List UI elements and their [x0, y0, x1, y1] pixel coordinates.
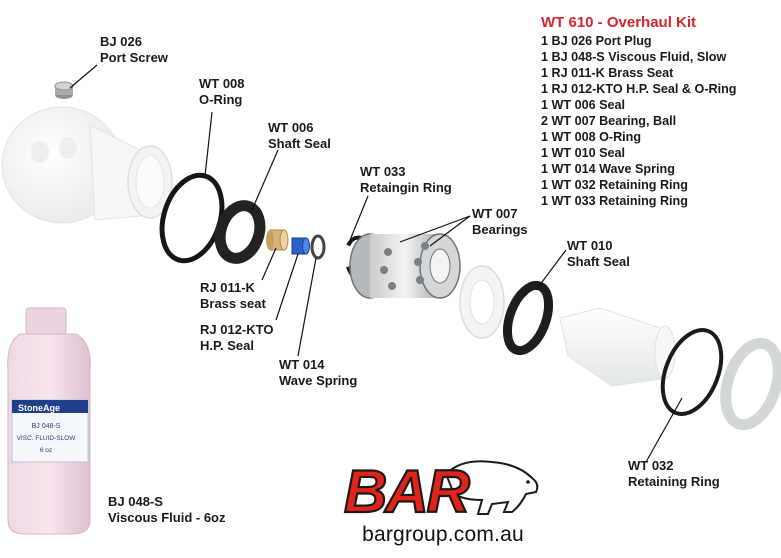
- bottle-brand-text: StoneAge: [18, 403, 60, 413]
- kit-item: 1 WT 032 Retaining Ring: [541, 178, 688, 192]
- kit-item: 1 WT 014 Wave Spring: [541, 162, 675, 176]
- brass-seat-part: [266, 229, 289, 251]
- callout-label: Port Screw: [100, 50, 168, 65]
- overhaul-kit-panel: WT 610 - Overhaul Kit 1 BJ 026 Port Plug…: [541, 14, 737, 209]
- callout-code: BJ 048-S: [108, 494, 163, 509]
- leader-lines: [69, 64, 683, 463]
- swivel-housing: [1, 106, 173, 224]
- callout-code: WT 010: [567, 238, 613, 253]
- kit-item: 1 WT 006 Seal: [541, 98, 625, 112]
- brand-url: bargroup.com.au: [362, 523, 524, 546]
- callout-label: Viscous Fluid - 6oz: [108, 510, 226, 525]
- callout-wt032: WT 032 Retaining Ring: [628, 458, 720, 490]
- bottle-size-text: 6 oz: [40, 447, 52, 454]
- kit-item: 1 BJ 048-S Viscous Fluid, Slow: [541, 50, 727, 64]
- callout-code: BJ 026: [100, 34, 142, 49]
- kit-item: 1 WT 033 Retaining Ring: [541, 194, 688, 208]
- callout-label: Shaft Seal: [268, 136, 331, 151]
- callout-wt010: WT 010 Shaft Seal: [567, 238, 630, 270]
- shaft-seal-part: [214, 200, 266, 264]
- callout-code: WT 032: [628, 458, 674, 473]
- kit-item: 1 RJ 012-KTO H.P. Seal & O-Ring: [541, 82, 737, 96]
- callout-wt006: WT 006 Shaft Seal: [268, 120, 331, 152]
- callout-label: O-Ring: [199, 92, 243, 107]
- kit-item: 1 WT 008 O-Ring: [541, 130, 642, 144]
- polar-bear-icon: [444, 460, 539, 515]
- spacer-part: [459, 265, 505, 339]
- outer-ring-part: [720, 337, 781, 431]
- callout-rj012kto: RJ 012-KTO H.P. Seal: [200, 322, 273, 354]
- hp-seal-part: [291, 237, 310, 255]
- bottle-desc-text: VISC. FLUID-SLOW: [17, 435, 77, 442]
- callout-bj048s: BJ 048-S Viscous Fluid - 6oz: [108, 494, 226, 526]
- kit-item: 1 RJ 011-K Brass Seat: [541, 66, 674, 80]
- callout-code: WT 014: [279, 357, 325, 372]
- kit-item: 2 WT 007 Bearing, Ball: [541, 114, 677, 128]
- callout-label: Shaft Seal: [567, 254, 630, 269]
- kit-item: 1 BJ 026 Port Plug: [541, 34, 652, 48]
- callout-code: RJ 012-KTO: [200, 322, 274, 337]
- kit-list: 1 BJ 026 Port Plug 1 BJ 048-S Viscous Flu…: [541, 33, 737, 209]
- bar-logo-text: BAR: [344, 458, 470, 520]
- callout-code: RJ 011-K: [200, 280, 255, 295]
- port-screw-part: [54, 81, 74, 99]
- callout-wt008: WT 008 O-Ring: [199, 76, 245, 108]
- kit-item: 1 WT 010 Seal: [541, 146, 625, 160]
- callout-wt007: WT 007 Bearings: [472, 206, 528, 238]
- kit-title: WT 610 - Overhaul Kit: [541, 14, 697, 31]
- callout-code: WT 033: [360, 164, 406, 179]
- bottle-part-text: BJ 048-S: [32, 423, 61, 430]
- callout-label: Retaining Ring: [628, 474, 720, 489]
- fluid-bottle-part: StoneAge BJ 048-S VISC. FLUID-SLOW 6 oz: [7, 307, 91, 535]
- wave-spring-part: [310, 234, 326, 260]
- callout-code: WT 008: [199, 76, 245, 91]
- callout-label: Retaingin Ring: [360, 180, 452, 195]
- callout-bj026: BJ 026 Port Screw: [100, 34, 168, 66]
- shaft-part: [559, 307, 676, 387]
- callout-wt014: WT 014 Wave Spring: [279, 357, 357, 389]
- shaft-seal-010-part: [502, 280, 554, 356]
- callout-rj011k: RJ 011-K Brass seat: [200, 280, 266, 312]
- callout-code: WT 006: [268, 120, 314, 135]
- callout-label: Wave Spring: [279, 373, 358, 388]
- bearings-part: [349, 233, 461, 299]
- bar-logo: BAR: [343, 457, 539, 520]
- callout-label: H.P. Seal: [200, 338, 254, 353]
- callout-label: Bearings: [472, 222, 528, 237]
- callout-code: WT 007: [472, 206, 518, 221]
- retaining-ring-032-part: [660, 328, 724, 416]
- callout-wt033: WT 033 Retaingin Ring: [360, 164, 452, 196]
- callout-label: Brass seat: [200, 296, 266, 311]
